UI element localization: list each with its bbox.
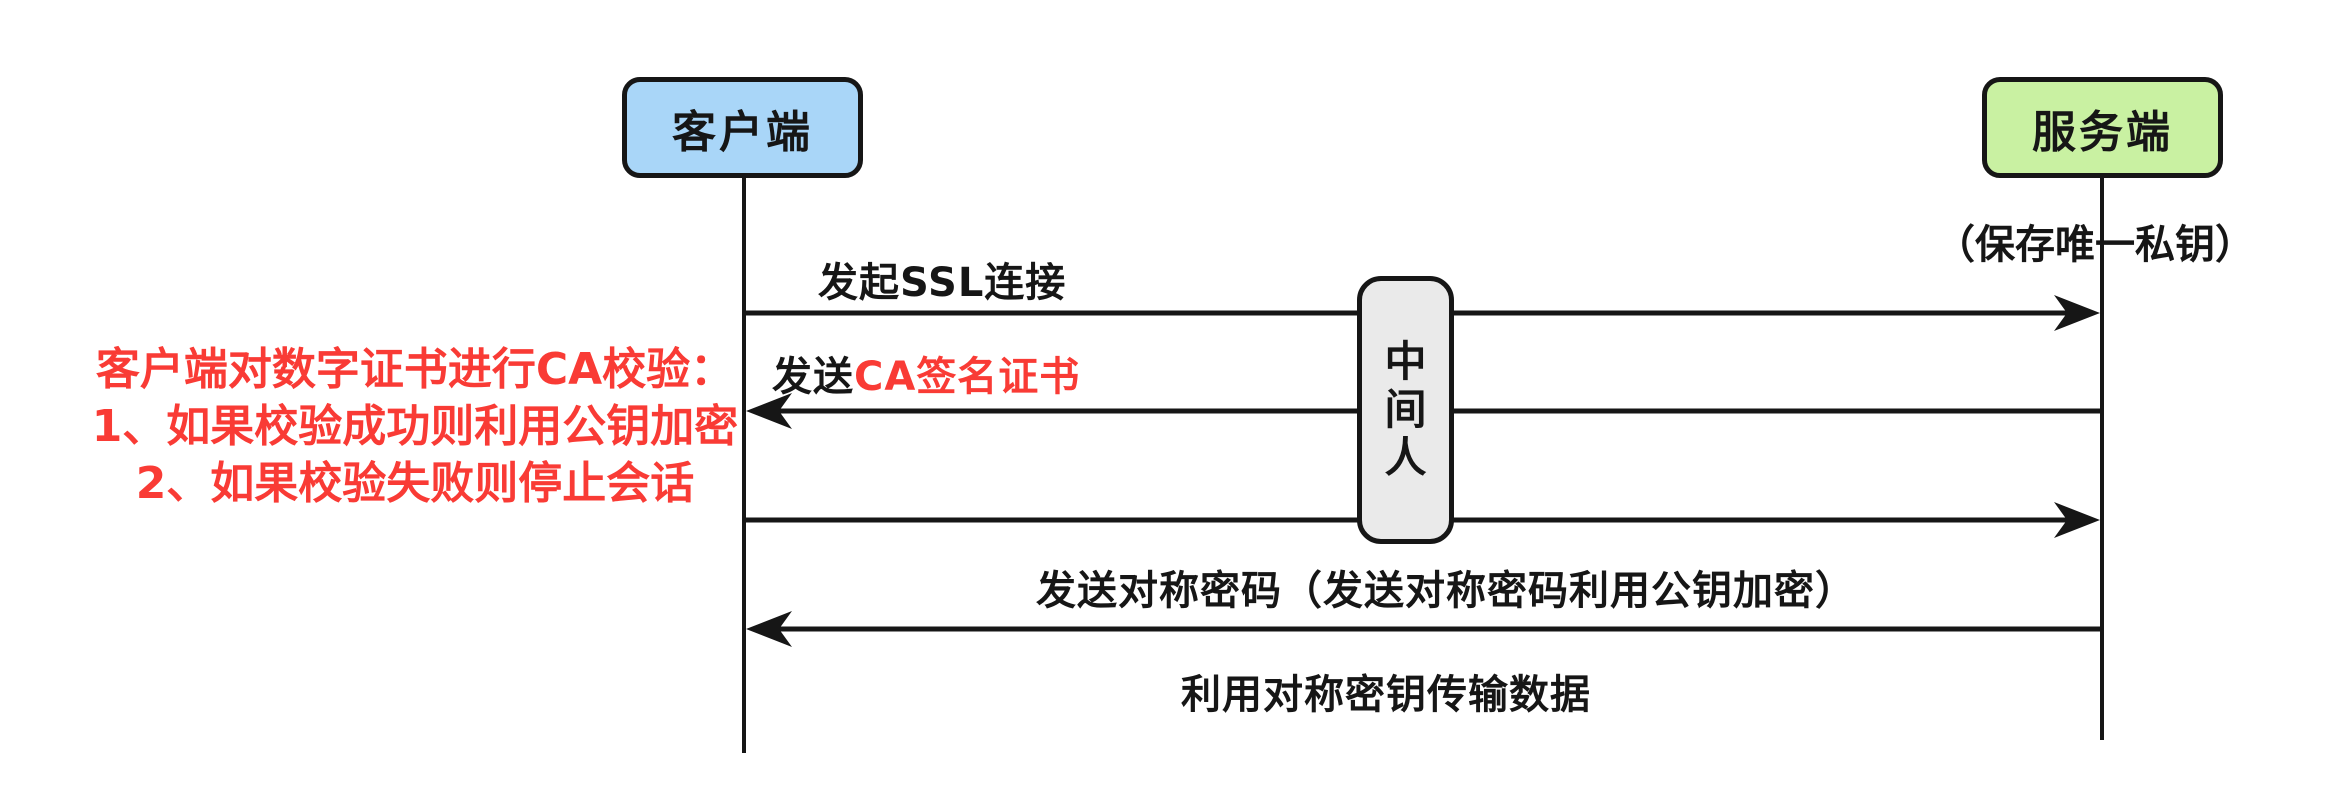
mitm-box: 中间人 — [1357, 276, 1454, 544]
client-label: 客户端 — [672, 106, 813, 158]
message-2-label-prefix: 发送 — [772, 354, 854, 400]
mitm-label: 中间人 — [1384, 336, 1427, 483]
message-2-label: 发送CA签名证书 — [772, 344, 1080, 402]
message-2-arrowhead-left — [746, 393, 792, 429]
server-private-key-note: （保存唯一私钥） — [1935, 222, 2255, 268]
server-label: 服务端 — [2032, 106, 2173, 158]
ca-note-line-3: 2、如果校验失败则停止会话 — [135, 458, 695, 509]
message-4-label: 发送对称密码（发送对称密码利用公钥加密） — [1036, 568, 1856, 614]
message-2-label-highlight: CA签名证书 — [854, 354, 1081, 400]
message-1-arrowhead-right — [2054, 295, 2100, 331]
message-1-label: 发起SSL连接 — [818, 260, 1067, 306]
message-5-label: 利用对称密钥传输数据 — [1181, 672, 1591, 718]
server-box: 服务端 — [1982, 77, 2223, 178]
ca-note-line-1: 客户端对数字证书进行CA校验： — [95, 344, 735, 395]
message-3-arrowhead-right — [2054, 502, 2100, 538]
client-box: 客户端 — [622, 77, 863, 178]
ca-verification-note: 客户端对数字证书进行CA校验： 1、如果校验成功则利用公钥加密 2、如果校验失败… — [70, 341, 760, 512]
ca-note-line-2: 1、如果校验成功则利用公钥加密 — [91, 401, 739, 452]
message-4-arrowhead-left — [746, 611, 792, 647]
